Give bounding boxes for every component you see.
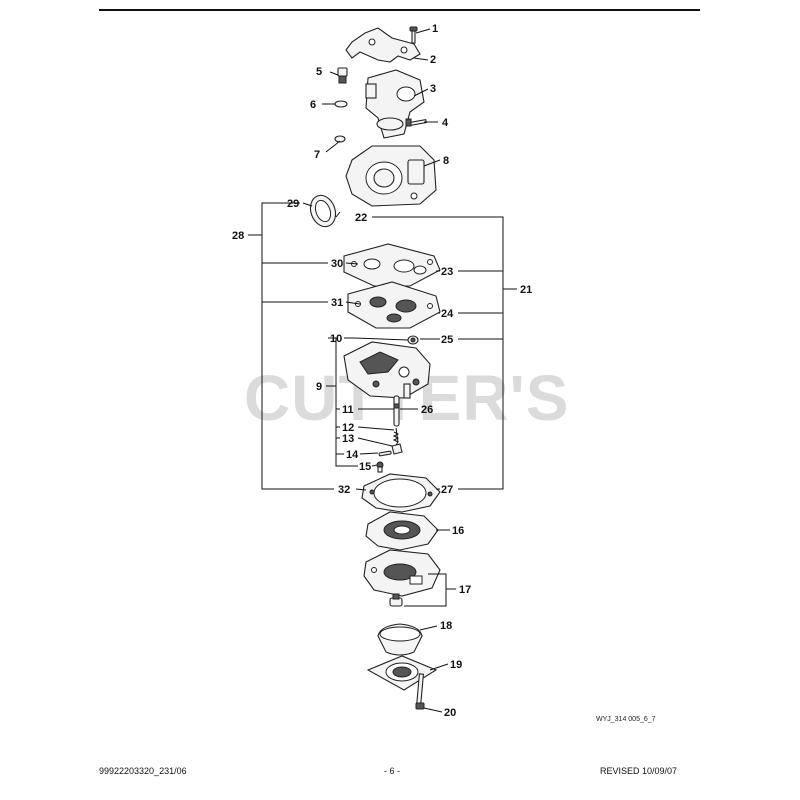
callout-21: 21 — [520, 284, 532, 296]
callout-26: 26 — [421, 404, 433, 416]
part-2-bracket — [345, 27, 421, 63]
part-18-primer-bulb — [377, 623, 423, 656]
part-7-ring — [334, 135, 346, 143]
callout-1: 1 — [432, 23, 438, 35]
callout-25: 25 — [441, 334, 453, 346]
callout-23: 23 — [441, 266, 453, 278]
callout-2: 2 — [430, 54, 436, 66]
callout-12: 12 — [342, 422, 354, 434]
callout-16: 16 — [452, 525, 464, 537]
callout-9: 9 — [316, 381, 322, 393]
part-29-gasket-ring — [309, 194, 337, 228]
header-rule — [99, 9, 700, 11]
figure-code: WYJ_314 005_6_7 — [596, 716, 656, 723]
callout-6: 6 — [310, 99, 316, 111]
part-23-gasket — [343, 243, 441, 287]
footer-page-number: - 6 - — [384, 766, 401, 776]
part-4-screw — [405, 118, 427, 127]
part-15-screw — [376, 461, 384, 473]
callout-10: 10 — [330, 333, 342, 345]
footer-revised-date: REVISED 10/09/07 — [600, 766, 678, 776]
part-1-screw — [409, 26, 418, 44]
callout-29: 29 — [287, 198, 299, 210]
part-16-diaphragm — [365, 511, 439, 551]
part-5-plug — [337, 67, 348, 84]
callout-18: 18 — [440, 620, 452, 632]
callout-17: 17 — [459, 584, 471, 596]
callout-11: 11 — [342, 404, 354, 416]
callout-3: 3 — [430, 83, 436, 95]
callout-32: 32 — [338, 484, 350, 496]
part-3-throttle-body — [365, 69, 425, 139]
callout-22: 22 — [355, 212, 367, 224]
part-17-cover — [363, 549, 441, 597]
callout-24: 24 — [441, 308, 454, 320]
part-17-valve — [389, 593, 403, 607]
callout-15: 15 — [359, 461, 371, 473]
callout-labels: 1 2 3 4 5 6 7 8 9 10 11 12 13 14 15 16 1… — [232, 23, 532, 719]
leader-lines — [248, 28, 517, 713]
callout-8: 8 — [443, 155, 449, 167]
part-19-retainer-plate — [366, 655, 438, 691]
callout-28: 28 — [232, 230, 244, 242]
footer-part-number: 99922203320_231/06 — [99, 766, 187, 776]
callout-27: 27 — [441, 484, 453, 496]
callout-31: 31 — [331, 297, 343, 309]
callout-5: 5 — [316, 66, 322, 78]
part-8-carburetor-body — [345, 145, 437, 207]
callout-14: 14 — [346, 449, 359, 461]
part-14-pin — [378, 450, 392, 457]
callout-20: 20 — [444, 707, 456, 719]
part-27-gasket — [361, 473, 441, 513]
part-25-needle — [407, 335, 419, 345]
callout-13: 13 — [342, 433, 354, 445]
callout-4: 4 — [442, 117, 449, 129]
callout-7: 7 — [314, 149, 320, 161]
part-26-inlet-valve — [393, 395, 400, 427]
part-6-washer — [334, 100, 348, 108]
part-9-pump-body — [343, 341, 431, 399]
callout-30: 30 — [331, 258, 343, 270]
part-20-screw — [415, 673, 425, 710]
part-24-diaphragm — [347, 281, 441, 329]
callout-19: 19 — [450, 659, 462, 671]
part-13-lever — [391, 427, 403, 455]
